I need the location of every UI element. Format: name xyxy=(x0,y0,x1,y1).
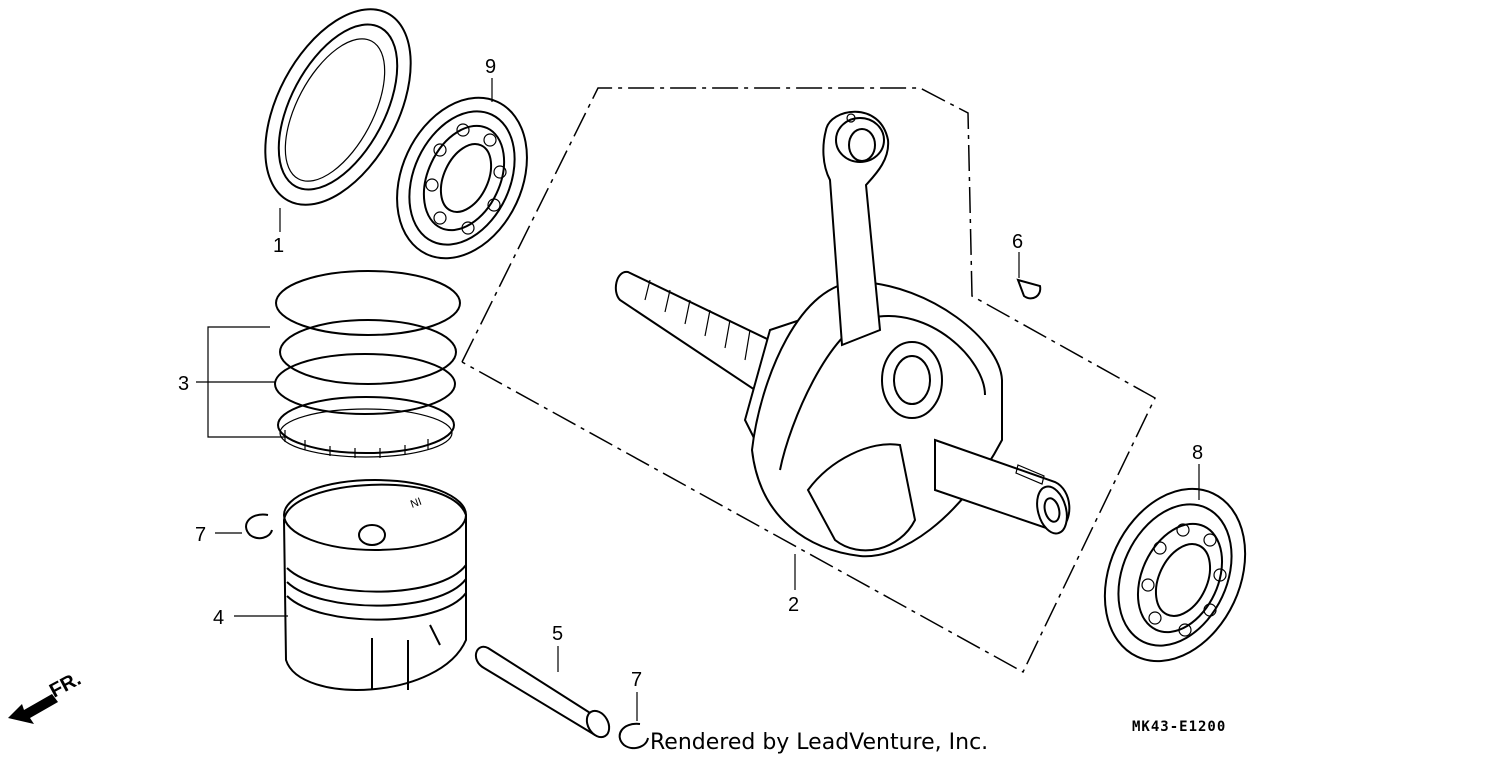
woodruff-key xyxy=(1016,278,1042,300)
callout-1: 1 xyxy=(273,235,284,257)
callout-7-lower: 7 xyxy=(631,669,642,691)
circlip-upper xyxy=(245,513,273,540)
piston-crown-mark: NI xyxy=(409,496,423,511)
callout-6: 6 xyxy=(1012,231,1023,253)
callout-5: 5 xyxy=(552,623,563,645)
piston-pin xyxy=(474,645,611,739)
front-arrow-icon xyxy=(8,694,58,724)
circlip-lower xyxy=(618,722,649,750)
credit-line: Rendered by LeadVenture, Inc. xyxy=(650,730,988,755)
crankshaft-assembly-boundary xyxy=(461,87,1156,674)
callout-2: 2 xyxy=(788,594,799,616)
ball-bearing-upper xyxy=(396,96,528,260)
callout-8: 8 xyxy=(1192,442,1203,464)
ball-bearing-lower xyxy=(1103,487,1247,663)
callout-9: 9 xyxy=(485,56,496,78)
callout-4: 4 xyxy=(213,607,224,629)
front-direction-indicator: FR. xyxy=(8,668,85,724)
piston-ring-set xyxy=(274,270,461,458)
callout-3: 3 xyxy=(178,373,189,395)
crankshaft xyxy=(614,110,1071,558)
diagram-reference-code: MK43-E1200 xyxy=(1132,719,1226,735)
callout-7-upper: 7 xyxy=(195,524,206,546)
oil-seal xyxy=(264,8,412,206)
piston xyxy=(282,479,467,691)
